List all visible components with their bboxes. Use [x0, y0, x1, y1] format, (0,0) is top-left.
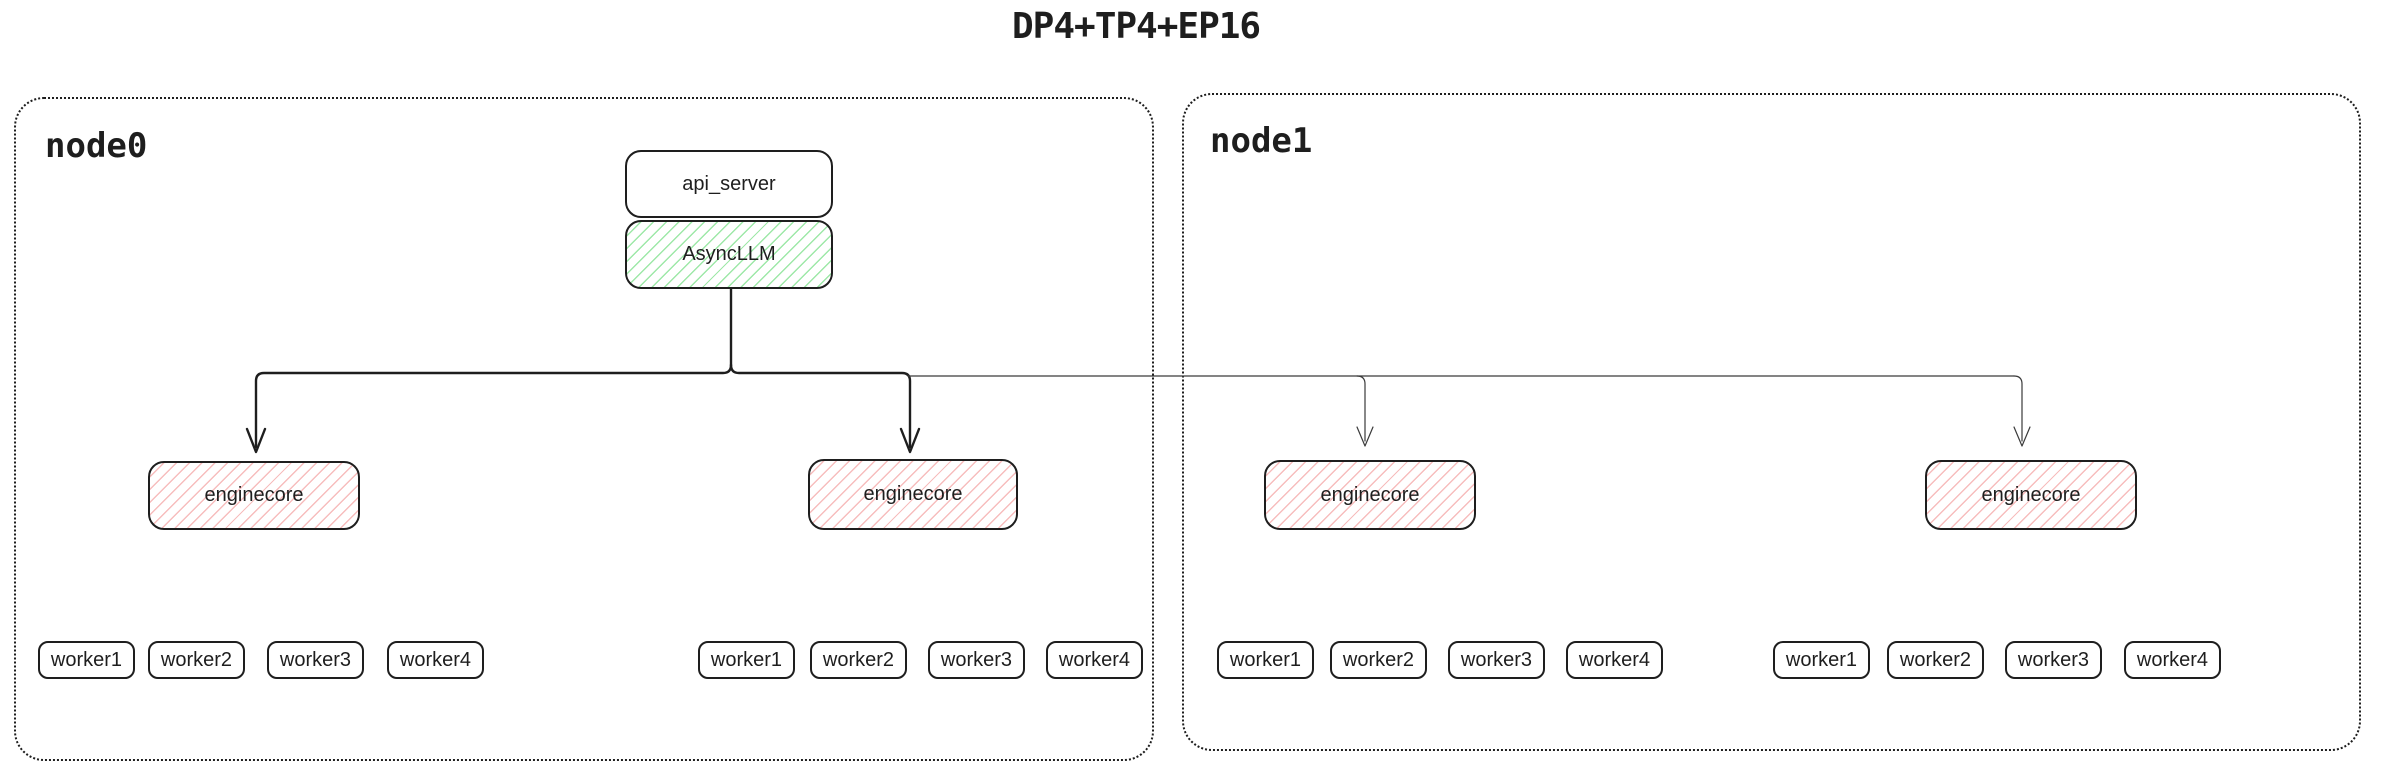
- worker-label: worker4: [1058, 648, 1131, 671]
- asyncllm-box: AsyncLLM: [625, 220, 833, 289]
- enginecore-label: enginecore: [204, 484, 304, 506]
- worker-label: worker1: [1229, 648, 1302, 671]
- api-server-box: api_server: [625, 150, 833, 218]
- worker-box: worker2: [148, 641, 245, 679]
- asyncllm-label: AsyncLLM: [682, 243, 776, 265]
- enginecore-box-2: enginecore: [808, 459, 1018, 530]
- worker-box: worker2: [1330, 641, 1427, 679]
- worker-label: worker4: [2136, 648, 2209, 671]
- worker-label: worker2: [1899, 648, 1972, 671]
- enginecore-box-3: enginecore: [1264, 460, 1476, 530]
- api-server-label: api_server: [682, 172, 776, 195]
- enginecore-box-1: enginecore: [148, 461, 360, 530]
- worker-box: worker3: [1448, 641, 1545, 679]
- node0-label: node0: [45, 126, 148, 166]
- worker-box: worker2: [810, 641, 907, 679]
- worker-label: worker2: [160, 648, 233, 671]
- worker-label: worker2: [1342, 648, 1415, 671]
- worker-label: worker4: [399, 648, 472, 671]
- enginecore-label: enginecore: [1981, 483, 2081, 506]
- worker-box: worker1: [1773, 641, 1870, 679]
- worker-box: worker1: [38, 641, 135, 679]
- node1-container: [1182, 93, 2361, 751]
- worker-label: worker3: [1460, 648, 1533, 671]
- worker-box: worker4: [1566, 641, 1663, 679]
- diagram-title: DP4+TP4+EP16: [1012, 6, 1261, 47]
- worker-label: worker2: [822, 648, 895, 671]
- worker-box: worker1: [698, 641, 795, 679]
- node1-label: node1: [1210, 121, 1313, 161]
- worker-label: worker1: [50, 648, 123, 671]
- worker-box: worker4: [387, 641, 484, 679]
- worker-box: worker4: [2124, 641, 2221, 679]
- enginecore-label: enginecore: [863, 483, 963, 505]
- enginecore-label: enginecore: [1320, 483, 1420, 506]
- worker-box: worker3: [267, 641, 364, 679]
- worker-box: worker3: [928, 641, 1025, 679]
- enginecore-box-4: enginecore: [1925, 460, 2137, 530]
- worker-label: worker4: [1578, 648, 1651, 671]
- worker-box: worker1: [1217, 641, 1314, 679]
- worker-box: worker2: [1887, 641, 1984, 679]
- worker-label: worker3: [940, 648, 1013, 671]
- worker-box: worker3: [2005, 641, 2102, 679]
- worker-label: worker3: [2017, 648, 2090, 671]
- worker-box: worker4: [1046, 641, 1143, 679]
- worker-label: worker3: [279, 648, 352, 671]
- node0-container: [14, 97, 1154, 761]
- worker-label: worker1: [1785, 648, 1858, 671]
- worker-label: worker1: [710, 648, 783, 671]
